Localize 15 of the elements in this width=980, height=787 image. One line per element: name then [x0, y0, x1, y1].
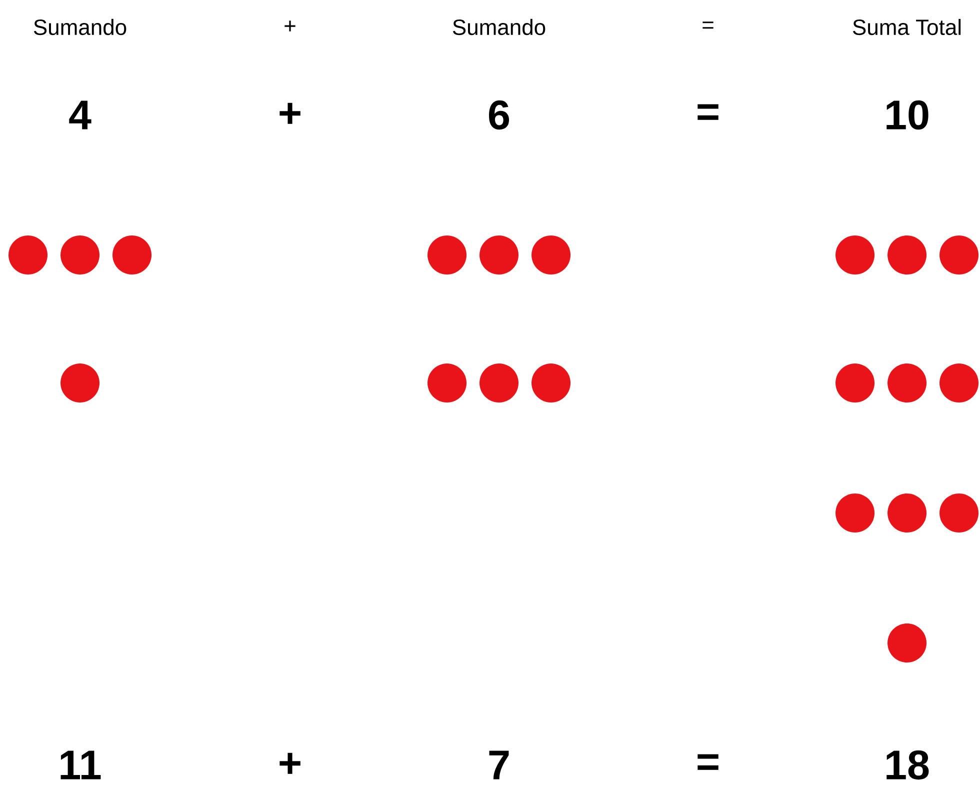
number: 7: [489, 750, 509, 780]
number: 6: [489, 100, 509, 130]
number: 4: [69, 100, 92, 130]
column-header: Sumando: [452, 18, 546, 36]
column-header: Suma Total: [852, 18, 961, 36]
operator-sign: +: [280, 752, 300, 774]
number: 18: [886, 750, 929, 780]
column-header: =: [702, 22, 714, 29]
operator-sign: +: [280, 102, 300, 124]
operator-sign: =: [698, 754, 718, 770]
number: 10: [886, 100, 928, 130]
operator-sign: =: [698, 104, 718, 120]
number: 11: [60, 750, 101, 780]
column-header: +: [284, 20, 296, 32]
column-header: Sumando: [34, 18, 126, 36]
